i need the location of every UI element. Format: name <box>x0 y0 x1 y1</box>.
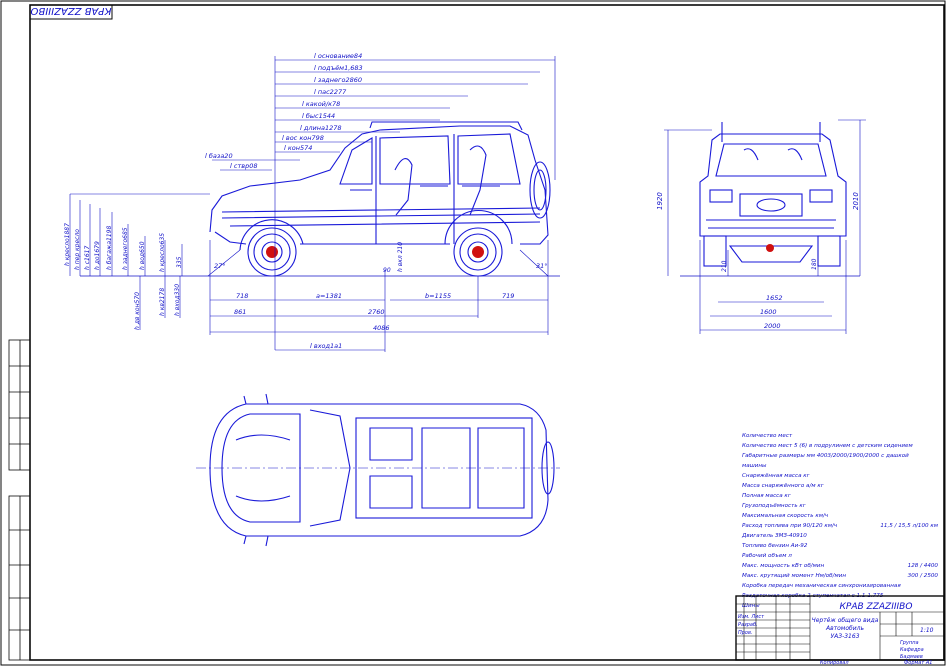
top-dimension-labels: l основание84 l подъём1,683 l заднего286… <box>205 52 363 170</box>
top-stamp-text: КРАВ ZZAZIIIBO <box>30 5 111 16</box>
approach-angle: 27° <box>214 262 226 270</box>
spec-line: Двигатель ЗМЗ-40910 <box>741 533 807 539</box>
dim-label: l какой/к78 <box>302 100 340 108</box>
front-track-1: 1652 <box>766 294 783 302</box>
dim-label: l пас2277 <box>314 88 347 96</box>
dim-label: h пер кресло <box>74 229 81 270</box>
dim-label: 335 <box>176 256 183 268</box>
lower-left-labels: h дв кон570 h кв2178 h вход330 <box>134 284 181 330</box>
spec-value: 11,5 / 15,5 л/100 км <box>880 523 938 529</box>
doc-name-line: УАЗ-3163 <box>830 633 859 640</box>
doc-name-line: Автомобиль <box>825 625 864 632</box>
spec-line: Коробка передач механическая синхронизир… <box>742 583 901 589</box>
left-height-labels: h кресло1887 h пер кресло h с1617 h до16… <box>64 223 183 272</box>
dim-label: h вход330 <box>174 284 181 316</box>
stamp-line: Группа <box>900 640 919 646</box>
dim-label: l длина1278 <box>300 124 342 132</box>
spec-line: Максимальная скорость км/ч <box>742 513 829 519</box>
front-height-left: 1920 <box>656 192 664 210</box>
dim-label: a=1381 <box>316 292 342 300</box>
scale-label: 1:10 <box>920 627 934 634</box>
dim-label: b=1155 <box>425 292 451 300</box>
spec-line: Топливо бензин Аи-92 <box>742 543 808 549</box>
front-ground-right: 180 <box>811 258 818 270</box>
spec-value: 128 / 4400 <box>908 563 939 569</box>
left-margin-columns <box>8 339 31 661</box>
dim-label: 861 <box>234 308 246 316</box>
dim-label: l основание84 <box>314 52 362 60</box>
departure-angle: 31° <box>536 262 548 270</box>
dim-label: l быс1544 <box>302 112 335 120</box>
dim-label: h вод650 <box>139 241 146 270</box>
dim-label: l вос кон798 <box>282 134 324 142</box>
dim-label: h дв кон570 <box>134 292 141 330</box>
stamp-line: Бадмаев <box>900 654 923 660</box>
front-width: 2000 <box>764 322 781 330</box>
spec-line: Количество мест 5 (6) в подрулинем с дет… <box>742 443 913 449</box>
spec-line: Грузоподъёмность кг <box>742 503 806 509</box>
top-view <box>196 393 560 547</box>
dim-label: 719 <box>502 292 514 300</box>
dim-label: h кресло635 <box>159 233 166 272</box>
title-block: КРАВ ZZAZIIIBO Чертёж общего вида Автомо… <box>735 595 945 666</box>
front-track-2: 1600 <box>760 308 777 316</box>
dim-label: h багажа1198 <box>106 226 113 270</box>
spec-line: Масса снаряжённого а/м кг <box>742 483 824 489</box>
overall-length: 4086 <box>373 324 390 332</box>
copied-label: Копировал <box>820 660 849 666</box>
dim-label: h кв2178 <box>159 288 166 316</box>
spec-line: Шины <box>742 603 760 609</box>
spec-line: Снаряжённая масса кг <box>742 473 810 479</box>
dim-label: h до1679 <box>94 241 101 270</box>
clearance-label: 90 <box>383 267 391 274</box>
format-label: Формат А1 <box>904 660 932 666</box>
dim-label: h заднего685 <box>122 227 129 270</box>
spec-line: Рабочий объем л <box>742 553 792 559</box>
dim-label: l база20 <box>205 152 233 160</box>
spec-value: 300 / 2500 <box>908 573 939 579</box>
spec-line: машины <box>742 463 767 469</box>
dim-label: 718 <box>236 292 248 300</box>
spec-line: Габаритные размеры мм 4003/2000/1900/200… <box>742 453 909 459</box>
front-view: 1920 2010 210 180 1652 1600 2000 <box>656 119 866 334</box>
left-row: Изм. Лист <box>738 614 765 620</box>
side-view: l основание84 l подъём1,683 l заднего286… <box>64 52 560 352</box>
left-row: Пров. <box>738 630 753 636</box>
spec-line: Расход топлива при 90/120 км/ч <box>742 523 838 529</box>
front-ground-left: 210 <box>721 260 728 272</box>
dim-label: l кон574 <box>284 144 312 152</box>
dim-label: l заднего2860 <box>314 76 362 84</box>
doc-name-line: Чертёж общего вида <box>812 617 879 624</box>
dim-label: l подъём1,683 <box>314 64 363 72</box>
front-height-right: 2010 <box>852 192 860 210</box>
spec-line: Макс. крутящий момент Нм/об/мин <box>742 573 846 579</box>
spec-list: Количество мест Количество мест 5 (6) в … <box>741 433 939 609</box>
spec-line: Количество мест <box>742 433 793 439</box>
dim-label: 2760 <box>368 308 385 316</box>
stamp-line: Кафедра <box>900 647 924 653</box>
inner-border <box>29 4 945 661</box>
title-block-title: КРАВ ZZAZIIIBO <box>840 602 913 612</box>
dim-label: h с1617 <box>84 246 91 270</box>
top-stamp-box <box>29 4 113 20</box>
dim-label: l ствр08 <box>230 162 257 170</box>
spec-line: Макс. мощность кВт об/мин <box>742 563 825 569</box>
clearance-label: h вкл 210 <box>397 242 404 272</box>
bottom-dimension-labels: 718 a=1381 b=1155 719 861 2760 4086 l вх… <box>234 292 514 350</box>
dim-label: h кресло1887 <box>64 223 71 266</box>
spec-line: Полная масса кг <box>742 493 791 499</box>
left-row: Разраб. <box>738 622 758 628</box>
dim-label: l вход1а1 <box>310 342 342 350</box>
